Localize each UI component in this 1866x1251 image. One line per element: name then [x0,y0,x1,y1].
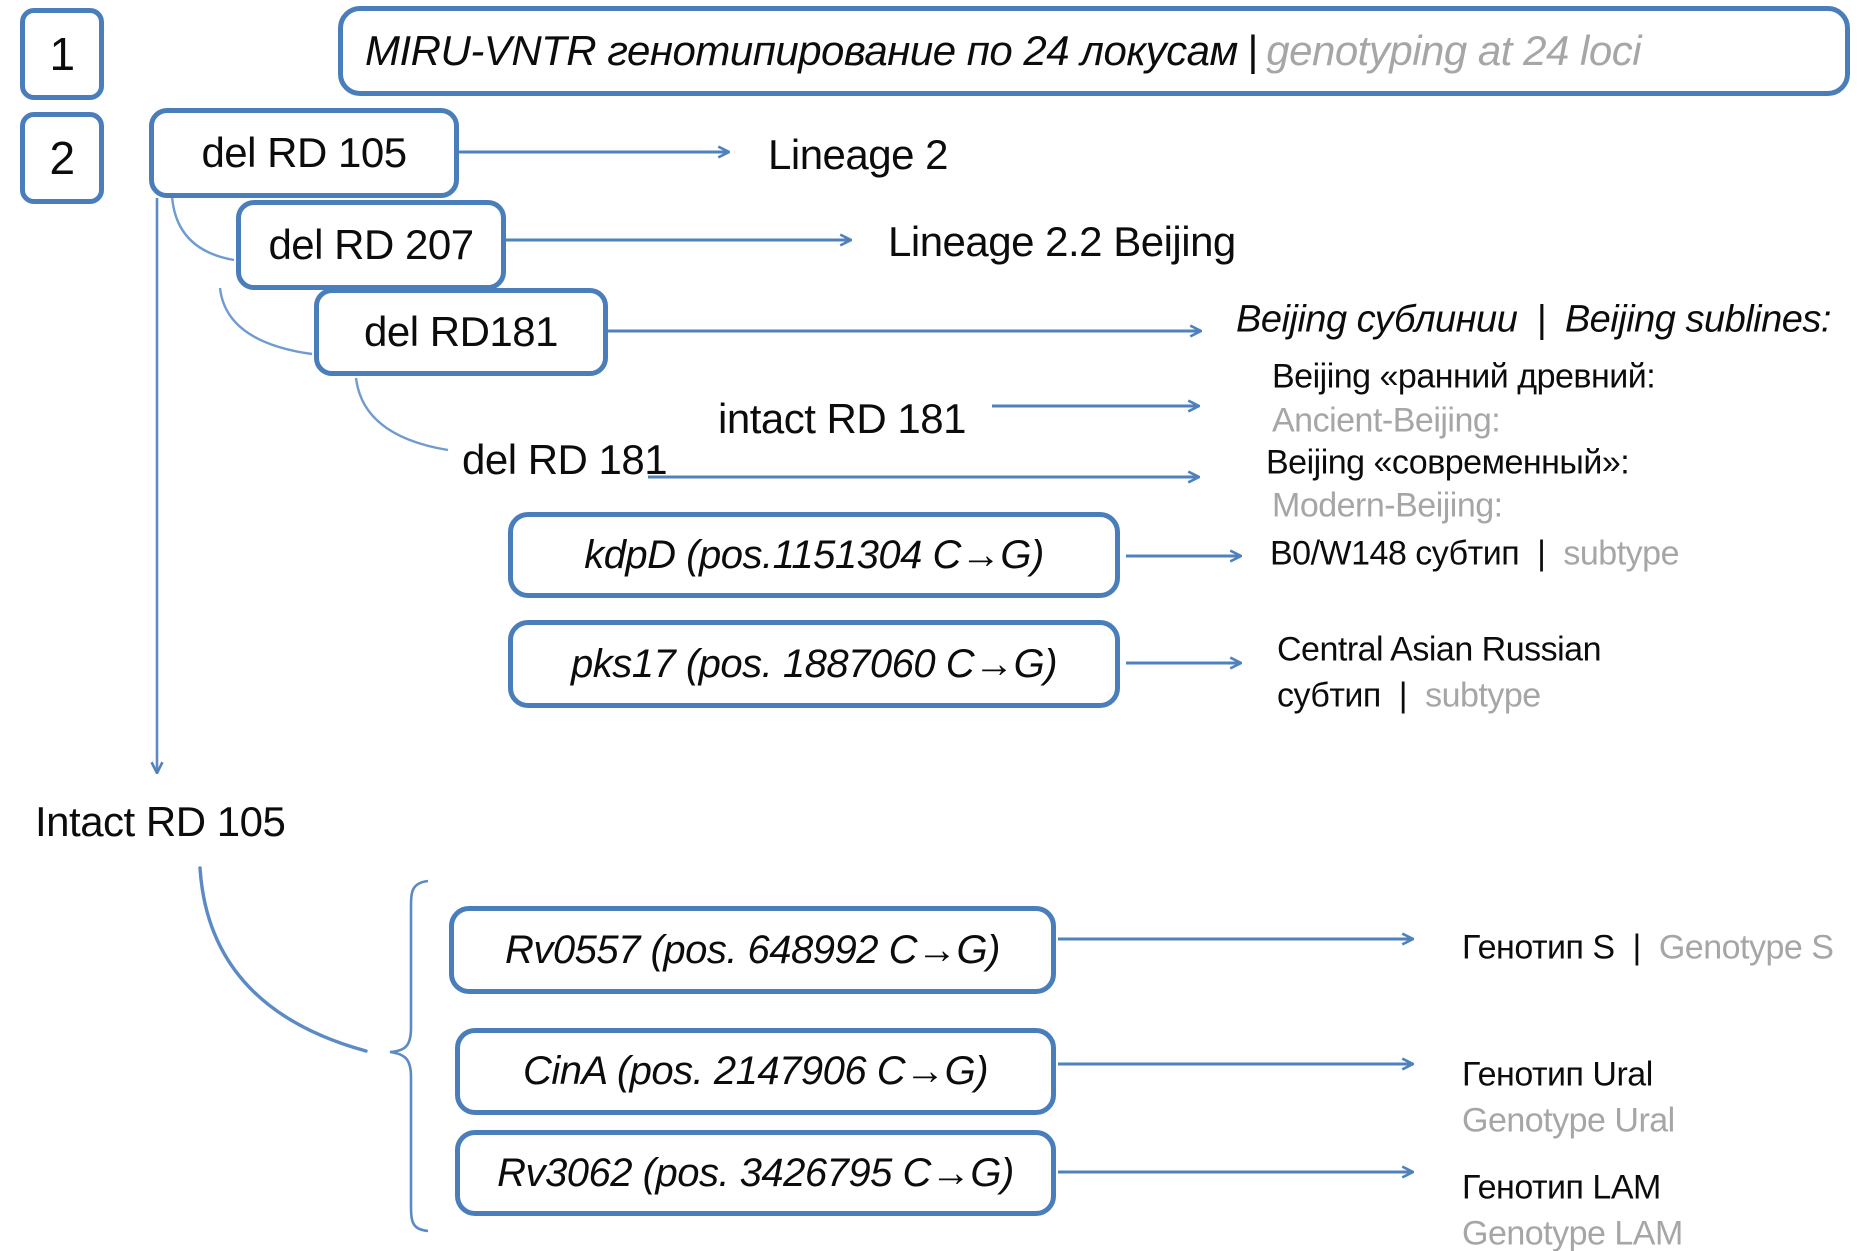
title-separator: | [1246,27,1258,74]
label-modern-beijing-en: Modern-Beijing: [1272,486,1503,525]
curve-rd207-to-rd181 [218,287,313,356]
node-del-rd105: del RD 105 [149,108,459,198]
step-2-label: 2 [49,132,75,184]
genotype-s-separator: | [1632,928,1642,967]
node-cina-label: CinA (pos. 2147906 C→G) [522,1049,989,1093]
label-genotype-lam-ru: Генотип LAM [1462,1168,1661,1207]
step-1-label: 1 [49,28,75,80]
label-genotype-ural-ru: Генотип Ural [1462,1055,1653,1094]
label-car-subtype: субтип | subtype [1277,677,1541,716]
label-genotype-s: Генотип S | Genotype S [1462,928,1834,968]
node-rv0557: Rv0557 (pos. 648992 C→G) [449,906,1056,994]
node-del-rd105-label: del RD 105 [201,129,407,176]
node-rv0557-label: Rv0557 (pos. 648992 C→G) [505,927,1000,972]
label-genotype-lam-en: Genotype LAM [1462,1214,1683,1251]
node-del-rd181: del RD181 [314,288,608,376]
label-intact-rd105: Intact RD 105 [35,798,286,845]
car-en: subtype [1425,676,1541,715]
label-modern-beijing-ru: Beijing «современный»: [1266,443,1630,482]
genotype-s-ru: Генотип S [1462,928,1615,967]
node-del-rd207: del RD 207 [236,200,506,290]
title-en: genotyping at 24 loci [1266,27,1642,74]
node-pks17-label: pks17 (pos. 1887060 C→G) [570,641,1058,686]
node-del-rd181-label: del RD181 [364,308,558,355]
title-ru: MIRU-VNTR генотипирование по 24 локусам [365,27,1238,74]
brace-gene-group [389,879,429,1233]
b0w148-en: subtype [1563,534,1679,573]
title-box: MIRU-VNTR генотипирование по 24 локусам … [338,6,1850,96]
b0w148-separator: | [1537,534,1546,573]
node-kdpd: kdpD (pos.1151304 C→G) [508,512,1120,598]
label-beijing-sublines: Beijing сублинии | Beijing sublines: [1236,299,1831,342]
car-ru: субтип [1277,676,1381,715]
b0w148-ru: B0/W148 субтип [1270,534,1520,573]
label-ancient-beijing-ru: Beijing «ранний древний: [1272,357,1656,396]
node-rv3062-label: Rv3062 (pos. 3426795 C→G) [497,1150,1014,1195]
genotype-s-en: Genotype S [1658,928,1834,967]
step-1-box: 1 [20,8,104,100]
step-2-box: 2 [20,112,104,204]
label-genotype-ural-en: Genotype Ural [1462,1101,1675,1140]
curve-intact-rd105-to-brace [198,866,368,1053]
label-central-asian-russian: Central Asian Russian [1277,630,1602,669]
node-rv3062: Rv3062 (pos. 3426795 C→G) [455,1130,1056,1216]
node-pks17: pks17 (pos. 1887060 C→G) [508,620,1120,708]
curve-rd181-to-del-rd181 [354,377,449,452]
node-cina: CinA (pos. 2147906 C→G) [455,1028,1056,1115]
curve-rd105-to-rd207 [170,195,235,262]
label-intact-rd181: intact RD 181 [718,395,966,442]
node-del-rd207-label: del RD 207 [268,221,474,268]
label-lineage2: Lineage 2 [768,131,949,178]
label-lineage22: Lineage 2.2 Beijing [888,218,1236,265]
car-separator: | [1398,676,1408,715]
sublines-ru: Beijing сублинии [1236,298,1518,341]
sublines-en: Beijing sublines: [1564,298,1832,341]
label-del-rd181: del RD 181 [462,436,668,483]
node-kdpd-label: kdpD (pos.1151304 C→G) [584,532,1044,577]
label-ancient-beijing-en: Ancient-Beijing: [1272,401,1501,440]
label-b0w148-subtype: B0/W148 субтип | subtype [1270,535,1679,574]
sublines-separator: | [1536,298,1546,341]
